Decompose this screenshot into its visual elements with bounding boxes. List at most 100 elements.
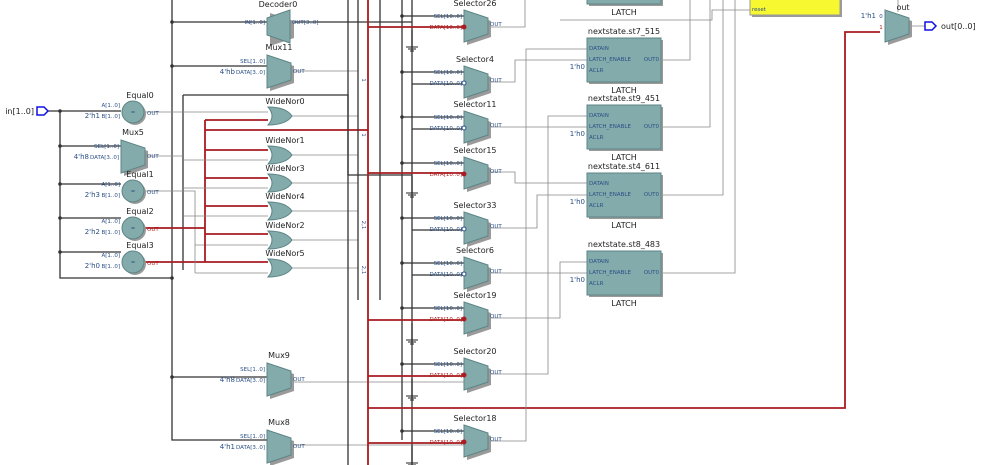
- pin-label: OUT: [490, 437, 502, 443]
- block-title: WideNor0: [265, 97, 304, 106]
- latch-block[interactable]: LATCHnextstate.st8_483DATAINLATCH_ENABLE…: [570, 240, 663, 308]
- latch-block[interactable]: LATCH: [586, 0, 663, 17]
- widenor-gate[interactable]: WideNor4: [265, 192, 305, 221]
- inverter-bubble: [461, 125, 467, 131]
- pin-label: LATCH_ENABLE: [589, 192, 631, 198]
- wire: [661, 0, 736, 274]
- block-title: nextstate.st7_515: [588, 27, 660, 36]
- inverter-bubble: [461, 316, 467, 322]
- block-title: Selector15: [453, 146, 496, 155]
- block-title: Equal3: [126, 241, 153, 250]
- comparator-shape: [121, 216, 145, 240]
- constant-label: 1'h0: [570, 63, 585, 71]
- widenor-gate[interactable]: WideNor0: [265, 97, 305, 126]
- constant-label: 4'hb: [220, 68, 236, 76]
- inverter-bubble: [461, 372, 467, 378]
- pin-label: ACLR: [589, 68, 604, 74]
- pin-label: SEL[10..0]: [434, 216, 462, 222]
- block-title: Selector4: [456, 55, 494, 64]
- output-port[interactable]: out[0..0]: [924, 21, 976, 31]
- pin-label: OUT: [147, 227, 159, 233]
- junction-dot: [58, 216, 62, 220]
- junction-dot: [58, 250, 62, 254]
- pin-label: DATA[3..0]: [90, 155, 119, 161]
- junction-dot: [400, 216, 404, 220]
- pin-label: SEL[10..0]: [434, 306, 462, 312]
- pin-label: OUT: [293, 444, 305, 450]
- widenor-gate[interactable]: WideNor5: [265, 249, 305, 278]
- block-title: WideNor3: [265, 164, 304, 173]
- widenor-gate[interactable]: WideNor1: [265, 136, 305, 165]
- latch-block[interactable]: LATCHnextstate.st7_515DATAINLATCH_ENABLE…: [570, 27, 663, 95]
- latch-block[interactable]: LATCHnextstate.st9_451DATAINLATCH_ENABLE…: [570, 94, 663, 162]
- pin-label: OUT0: [644, 192, 660, 198]
- ground-icon: [406, 462, 418, 465]
- latch-block[interactable]: LATCHnextstate.st4_611DATAINLATCH_ENABLE…: [570, 162, 663, 230]
- wire: [488, 261, 587, 319]
- pin-label: OUT: [293, 377, 305, 383]
- inverter-bubble: [461, 271, 467, 277]
- mux-shape: [463, 424, 489, 458]
- pin-label: SEL[10..0]: [434, 429, 462, 435]
- equal-symbol: =: [131, 110, 136, 116]
- pin-label: SEL[10..0]: [434, 362, 462, 368]
- equal-symbol: =: [131, 260, 136, 266]
- mux-shape: [463, 156, 489, 190]
- pin-label: OUT: [490, 22, 502, 28]
- pin-label: LATCH_ENABLE: [589, 270, 631, 276]
- block-title: nextstate.st4_611: [588, 162, 660, 171]
- block-title: Selector26: [453, 0, 496, 8]
- mux-shape: [266, 429, 292, 464]
- mux-shape: [884, 9, 910, 43]
- mux-shape: [463, 211, 489, 245]
- latch-type-label: LATCH: [611, 221, 637, 230]
- pin-label: DATA[10..0]: [430, 272, 462, 278]
- input-port[interactable]: in[1..0]: [5, 106, 50, 116]
- comparator-shape: [121, 250, 145, 274]
- widenor-gate[interactable]: WideNor3: [265, 164, 305, 193]
- latch-type-label: LATCH: [611, 86, 637, 95]
- pin-label: DATA[3..0]: [236, 445, 265, 451]
- latch-type-label: LATCH: [611, 153, 637, 162]
- pin-label: OUT: [490, 224, 502, 230]
- pin-label: DATAIN: [589, 259, 609, 265]
- wire: [488, 59, 587, 83]
- widenor-gate[interactable]: WideNor2: [265, 221, 305, 250]
- or-gate-shape: [266, 106, 293, 126]
- block-title: Mux5: [122, 128, 144, 137]
- pin-label: OUT: [490, 269, 502, 275]
- pin-label: SEL[10..0]: [434, 261, 462, 267]
- block-title: nextstate.st8_483: [588, 240, 660, 249]
- pin-label: DATA[10..0]: [430, 440, 462, 446]
- bus-tap-label: 2,1: [360, 221, 366, 230]
- latch-type-label: LATCH: [611, 8, 637, 17]
- pin-label: DATAIN: [589, 113, 609, 119]
- reset-block[interactable]: reset: [749, 0, 842, 17]
- pin-label: A[1..0]: [101, 219, 120, 225]
- pin-label: B[1..0]: [101, 264, 120, 270]
- pin-label: SEL[10..0]: [434, 115, 462, 121]
- pin-label: ACLR: [589, 203, 604, 209]
- pin-label: DATA[10..0]: [430, 81, 462, 87]
- pin-label: SEL[1..0]: [240, 367, 265, 373]
